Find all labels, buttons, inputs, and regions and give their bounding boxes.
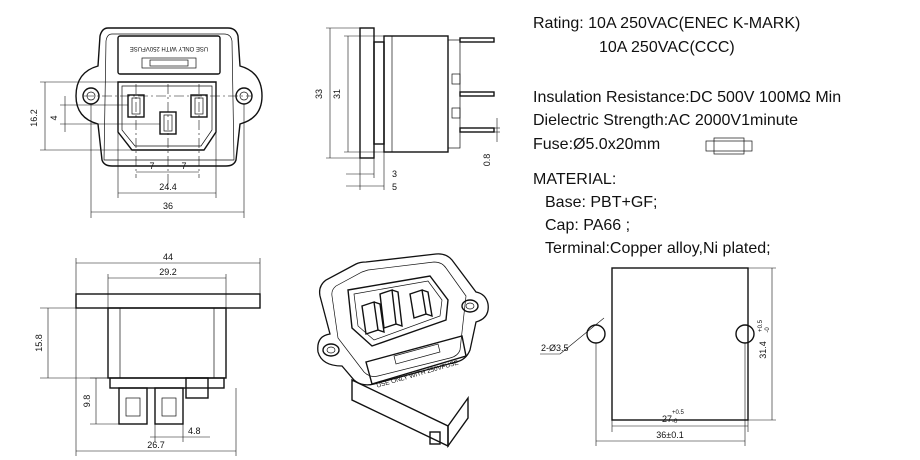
bottom-flange — [75, 293, 261, 309]
side-dim-flange-height: 31 — [332, 89, 342, 99]
cutout-dim-hole-spec: 2-Ø3.5 — [541, 343, 569, 353]
spec-material-title: MATERIAL: — [533, 171, 617, 188]
iso-socket-cavity — [347, 275, 449, 347]
panel-cutout: 2-Ø3.5 31.4 +0.5 -0 27 +0.5 -0 36±0.1 — [540, 267, 776, 446]
side-front-lip — [373, 41, 385, 145]
spec-rating-line1: Rating: 10A 250VAC(ENEC K-MARK) — [533, 15, 801, 32]
bottom-view: 44 29.2 15.8 9.8 4.8 26.7 — [34, 252, 261, 456]
spec-terminal: Terminal:Copper alloy,Ni plated; — [545, 240, 771, 257]
front-dim-overall-width: 36 — [163, 201, 173, 211]
side-body — [383, 35, 449, 153]
front-dim-inner-width: 24.4 — [159, 182, 177, 192]
spec-rating-line2: 10A 250VAC(CCC) — [599, 39, 735, 56]
iso-flange — [317, 253, 489, 386]
spec-fuse: Fuse:Ø5.0x20mm — [533, 136, 661, 153]
front-inlet-socket — [117, 81, 217, 151]
side-dim-front-depth: 5 — [392, 182, 397, 192]
cutout-dim-width-tol-upper: +0.5 — [672, 410, 685, 416]
side-terminal-mid — [459, 91, 495, 97]
bottom-body — [107, 307, 227, 379]
front-dim-pitch-right: 7 — [181, 161, 186, 171]
cutout-dim-height-tol-upper: +0.5 — [758, 319, 764, 332]
front-dim-pitch-left: 7 — [149, 161, 154, 171]
front-dim-small-offset: 4 — [49, 115, 59, 120]
front-fuse-cap — [117, 35, 221, 75]
iso-fuse-cap — [365, 335, 467, 385]
side-dim-overall-height: 33 — [314, 89, 324, 99]
bottom-dim-body-height: 15.8 — [34, 334, 44, 352]
bottom-terminal-left — [118, 387, 148, 425]
side-dim-pin-thickness: 0.8 — [482, 154, 492, 167]
spec-base: Base: PBT+GF; — [545, 194, 658, 211]
iso-mount-hole-right — [461, 299, 479, 313]
spec-cap: Cap: PA66 ; — [545, 217, 631, 234]
front-cap-label: USE ONLY WITH 250VFUSE — [130, 45, 208, 51]
iso-mount-hole-left — [322, 343, 340, 357]
front-view: USE ONLY WITH 250VFUSE 7 7 24.4 36 — [29, 27, 263, 218]
bottom-dim-overall-width: 44 — [163, 252, 173, 262]
front-dim-height: 16.2 — [29, 109, 39, 127]
cutout-hole-right — [735, 324, 755, 344]
bottom-dim-body-width: 29.2 — [159, 267, 177, 277]
side-dim-flange-depth: 3 — [392, 169, 397, 179]
front-flange-outline — [75, 27, 263, 167]
spec-dielectric: Dielectric Strength:AC 2000V1minute — [533, 112, 799, 129]
cutout-dim-height-tol-lower: -0 — [765, 327, 771, 333]
bottom-dim-terminal-width: 4.8 — [188, 426, 201, 436]
side-flange — [359, 27, 375, 159]
bottom-dim-terminal-span: 26.7 — [147, 440, 165, 450]
fuse-icon — [705, 137, 753, 155]
side-terminal-bottom — [459, 127, 495, 133]
cutout-hole-left — [586, 324, 606, 344]
cutout-dim-width-tol-lower: -0 — [672, 419, 678, 425]
cutout-rect — [611, 267, 749, 421]
side-terminal-top — [459, 37, 495, 43]
bottom-terminal-right — [154, 387, 184, 425]
side-view: 33 31 0.8 3 5 — [314, 27, 500, 192]
cutout-dim-height: 31.4 — [758, 341, 768, 359]
spec-insulation: Insulation Resistance:DC 500V 100MΩ Min — [533, 89, 842, 106]
bottom-dim-terminal-height: 9.8 — [82, 395, 92, 408]
cutout-dim-hole-span: 36±0.1 — [656, 430, 683, 440]
isometric-view: USE ONLY WITH 250VFUSE — [317, 253, 489, 449]
cutout-dim-width: 27 — [662, 414, 672, 424]
